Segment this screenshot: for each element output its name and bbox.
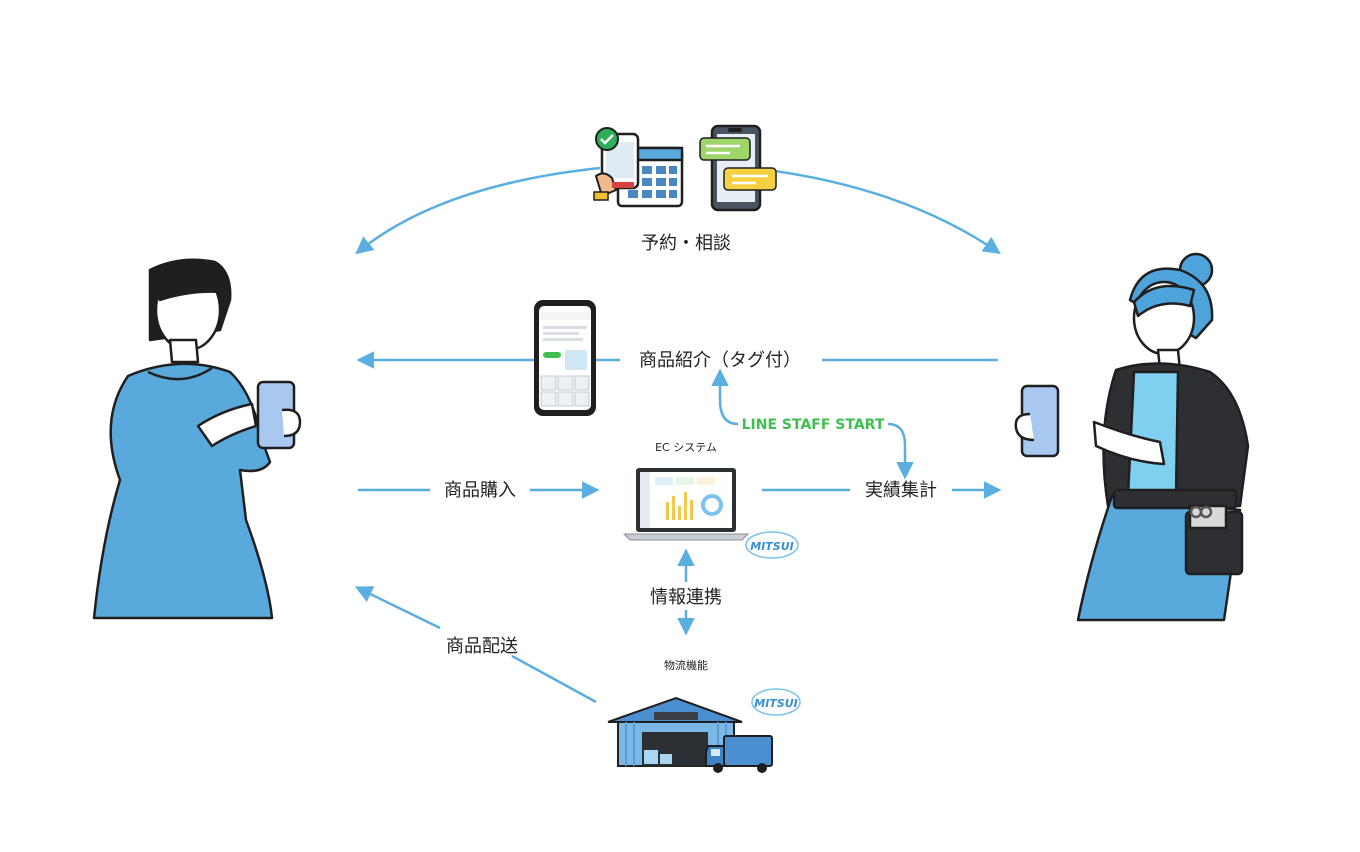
staff-person-illustration bbox=[1014, 252, 1250, 622]
customer-person-illustration bbox=[92, 258, 302, 620]
line-arrow-up bbox=[711, 368, 739, 426]
arc-arrow-right bbox=[751, 166, 1001, 254]
label-results: 実績集計 bbox=[865, 480, 937, 501]
diagram-labels: 予約・相談 商品紹介（タグ付） LINE STAFF START EC システム… bbox=[444, 233, 937, 672]
delivery-arrow-upper bbox=[354, 586, 441, 630]
label-reservation: 予約・相談 bbox=[641, 233, 731, 254]
ec-laptop-icon bbox=[622, 468, 750, 541]
mitsui-logo-text: MITSUI bbox=[750, 540, 794, 553]
delivery-line-lower bbox=[511, 654, 597, 704]
calendar-booking-icon bbox=[593, 127, 684, 208]
label-info-link: 情報連携 bbox=[650, 587, 722, 608]
label-ec-system: EC システム bbox=[655, 441, 717, 454]
label-product-intro: 商品紹介（タグ付） bbox=[639, 350, 801, 371]
label-delivery: 商品配送 bbox=[446, 636, 518, 657]
mitsui-logo-logistics: MITSUI bbox=[751, 688, 801, 716]
line-smartphone-icon bbox=[534, 300, 596, 416]
mitsui-logo-text-2: MITSUI bbox=[754, 697, 798, 710]
delivery-truck-icon bbox=[705, 735, 773, 773]
label-line-staff-start: LINE STAFF START bbox=[742, 417, 885, 433]
label-purchase: 商品購入 bbox=[444, 480, 516, 501]
arc-arrow-left bbox=[355, 166, 601, 255]
chat-phone-icon bbox=[699, 124, 777, 212]
label-logistics: 物流機能 bbox=[664, 658, 708, 672]
mitsui-logo-ec: MITSUI bbox=[745, 531, 799, 559]
line-arrow-down bbox=[887, 422, 914, 480]
